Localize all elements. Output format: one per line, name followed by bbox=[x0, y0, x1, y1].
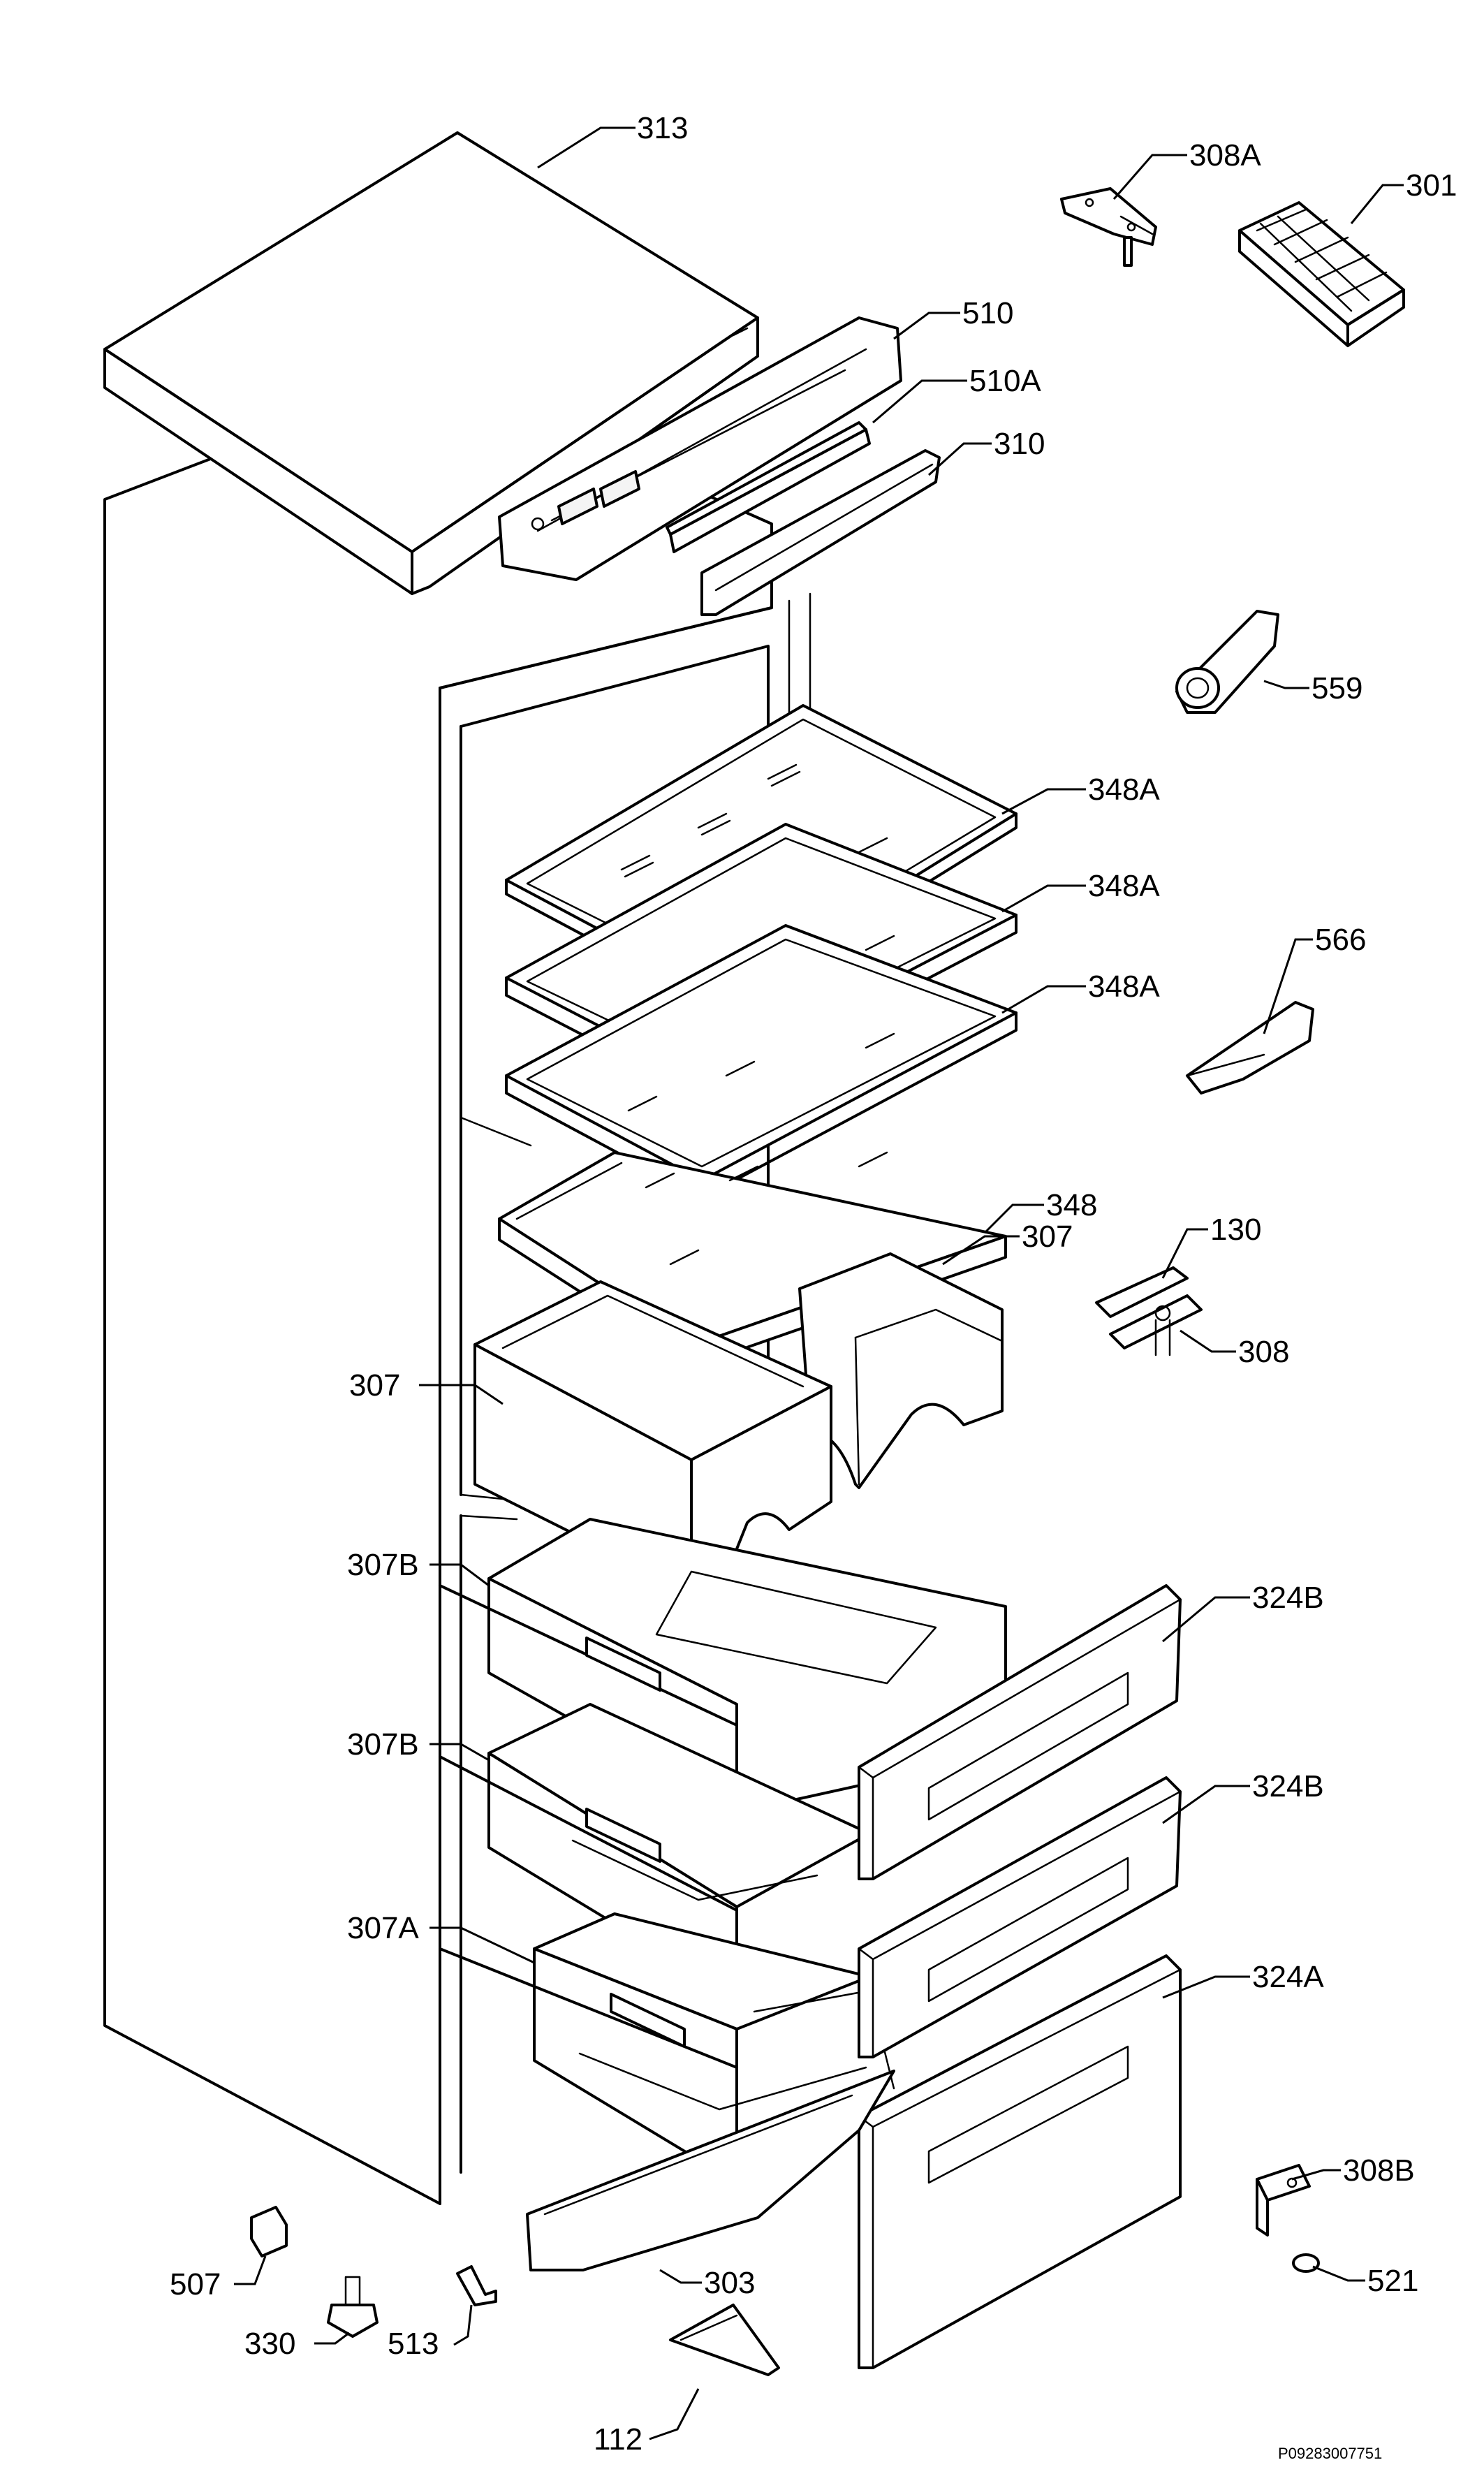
hinge-130-308 bbox=[1095, 1266, 1203, 1356]
part-521 bbox=[1292, 2253, 1320, 2273]
part-330 bbox=[327, 2276, 379, 2338]
label-112: 112 bbox=[594, 2422, 642, 2457]
label-301: 301 bbox=[1406, 168, 1457, 203]
label-348A-1: 348A bbox=[1088, 773, 1160, 807]
part-566 bbox=[1186, 1001, 1314, 1095]
label-308B: 308B bbox=[1343, 2153, 1415, 2188]
part-513 bbox=[456, 2265, 497, 2306]
label-307-right: 307 bbox=[1022, 1220, 1073, 1254]
control-panel-510 bbox=[498, 316, 902, 581]
label-324B-2: 324B bbox=[1252, 1769, 1324, 1803]
drawer-front-324B-1 bbox=[858, 1584, 1182, 1880]
label-307B-2: 307B bbox=[347, 1727, 419, 1762]
part-559 bbox=[1175, 610, 1279, 714]
drawer-307A bbox=[439, 1912, 895, 2184]
drawer-front-324B-2 bbox=[858, 1776, 1182, 2058]
part-112 bbox=[669, 2304, 780, 2376]
part-labels: 313 308A 301 510 510A 310 559 348A 348A … bbox=[170, 111, 1457, 2462]
hinge-308B bbox=[1256, 2164, 1311, 2237]
plinth-303 bbox=[526, 2070, 895, 2271]
label-307A: 307A bbox=[347, 1911, 419, 1945]
label-348: 348 bbox=[1046, 1188, 1097, 1222]
label-348A-3: 348A bbox=[1088, 969, 1160, 1004]
label-307-left: 307 bbox=[349, 1368, 400, 1403]
label-324A: 324A bbox=[1252, 1960, 1324, 1994]
label-510: 510 bbox=[962, 296, 1013, 330]
label-324B-1: 324B bbox=[1252, 1581, 1324, 1615]
label-310: 310 bbox=[994, 427, 1045, 461]
label-303: 303 bbox=[704, 2266, 755, 2300]
label-130: 130 bbox=[1210, 1213, 1261, 1247]
label-308A: 308A bbox=[1189, 138, 1261, 173]
panel-strip-510A bbox=[666, 421, 871, 553]
label-513: 513 bbox=[388, 2327, 439, 2361]
panel-trim-310 bbox=[700, 449, 941, 616]
label-348A-2: 348A bbox=[1088, 869, 1160, 903]
label-507: 507 bbox=[170, 2267, 221, 2301]
leader-lines bbox=[234, 126, 1404, 2440]
label-308: 308 bbox=[1238, 1335, 1289, 1369]
ice-tray-301 bbox=[1238, 201, 1405, 347]
top-cover-313 bbox=[103, 131, 759, 595]
hinge-308A bbox=[1060, 187, 1157, 267]
label-559: 559 bbox=[1312, 671, 1362, 705]
part-507 bbox=[250, 2206, 288, 2257]
label-510A: 510A bbox=[969, 364, 1041, 398]
label-566: 566 bbox=[1315, 923, 1366, 957]
label-313: 313 bbox=[637, 111, 688, 145]
drawing-code: P09283007751 bbox=[1278, 2445, 1382, 2462]
label-307B-1: 307B bbox=[347, 1548, 419, 1582]
label-521: 521 bbox=[1367, 2264, 1418, 2298]
label-330: 330 bbox=[244, 2327, 295, 2361]
